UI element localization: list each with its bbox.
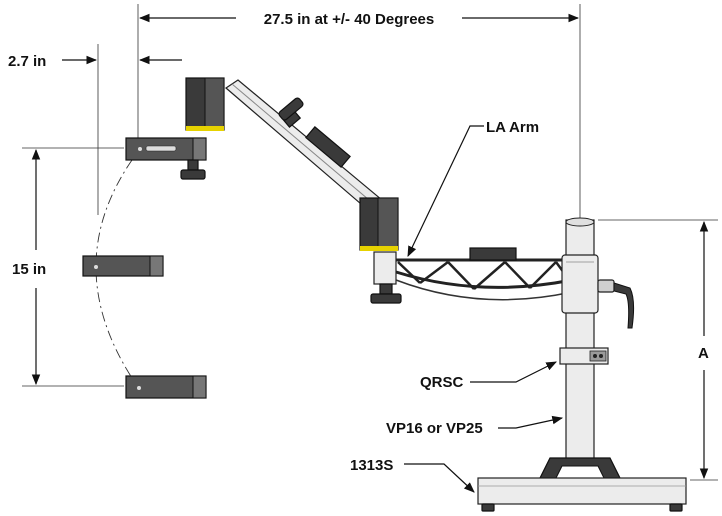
clamp-lever — [597, 279, 635, 329]
base-callout: 1313S — [350, 457, 475, 493]
vertical-travel-dimension: 15 in — [12, 147, 124, 387]
height-label: A — [698, 345, 709, 362]
holder-lower-position — [125, 375, 207, 399]
base — [477, 457, 687, 512]
tension-knob — [278, 97, 304, 128]
qrsc-collar — [559, 347, 609, 365]
la-arm-pivot — [370, 251, 402, 304]
reach-label: 27.5 in at +/- 40 Degrees — [264, 11, 435, 28]
articulating-arm — [185, 77, 399, 251]
la-arm-label: LA Arm — [486, 119, 539, 136]
reach-dimension: 27.5 in at +/- 40 Degrees — [137, 4, 581, 220]
la-arm-truss — [395, 247, 573, 301]
post — [559, 217, 635, 479]
holder-upper-position — [125, 137, 207, 180]
la-arm-callout: LA Arm — [407, 119, 539, 257]
holder-middle-position — [82, 255, 164, 277]
offset-label: 2.7 in — [8, 53, 46, 70]
height-dimension: A — [598, 219, 718, 481]
qrsc-label: QRSC — [420, 374, 464, 391]
post-label: VP16 or VP25 — [386, 420, 483, 437]
offset-dimension: 2.7 in — [8, 44, 182, 215]
vertical-travel-label: 15 in — [12, 261, 46, 278]
base-label: 1313S — [350, 457, 393, 474]
qrsc-callout: QRSC — [420, 361, 557, 391]
post-callout: VP16 or VP25 — [386, 415, 564, 437]
